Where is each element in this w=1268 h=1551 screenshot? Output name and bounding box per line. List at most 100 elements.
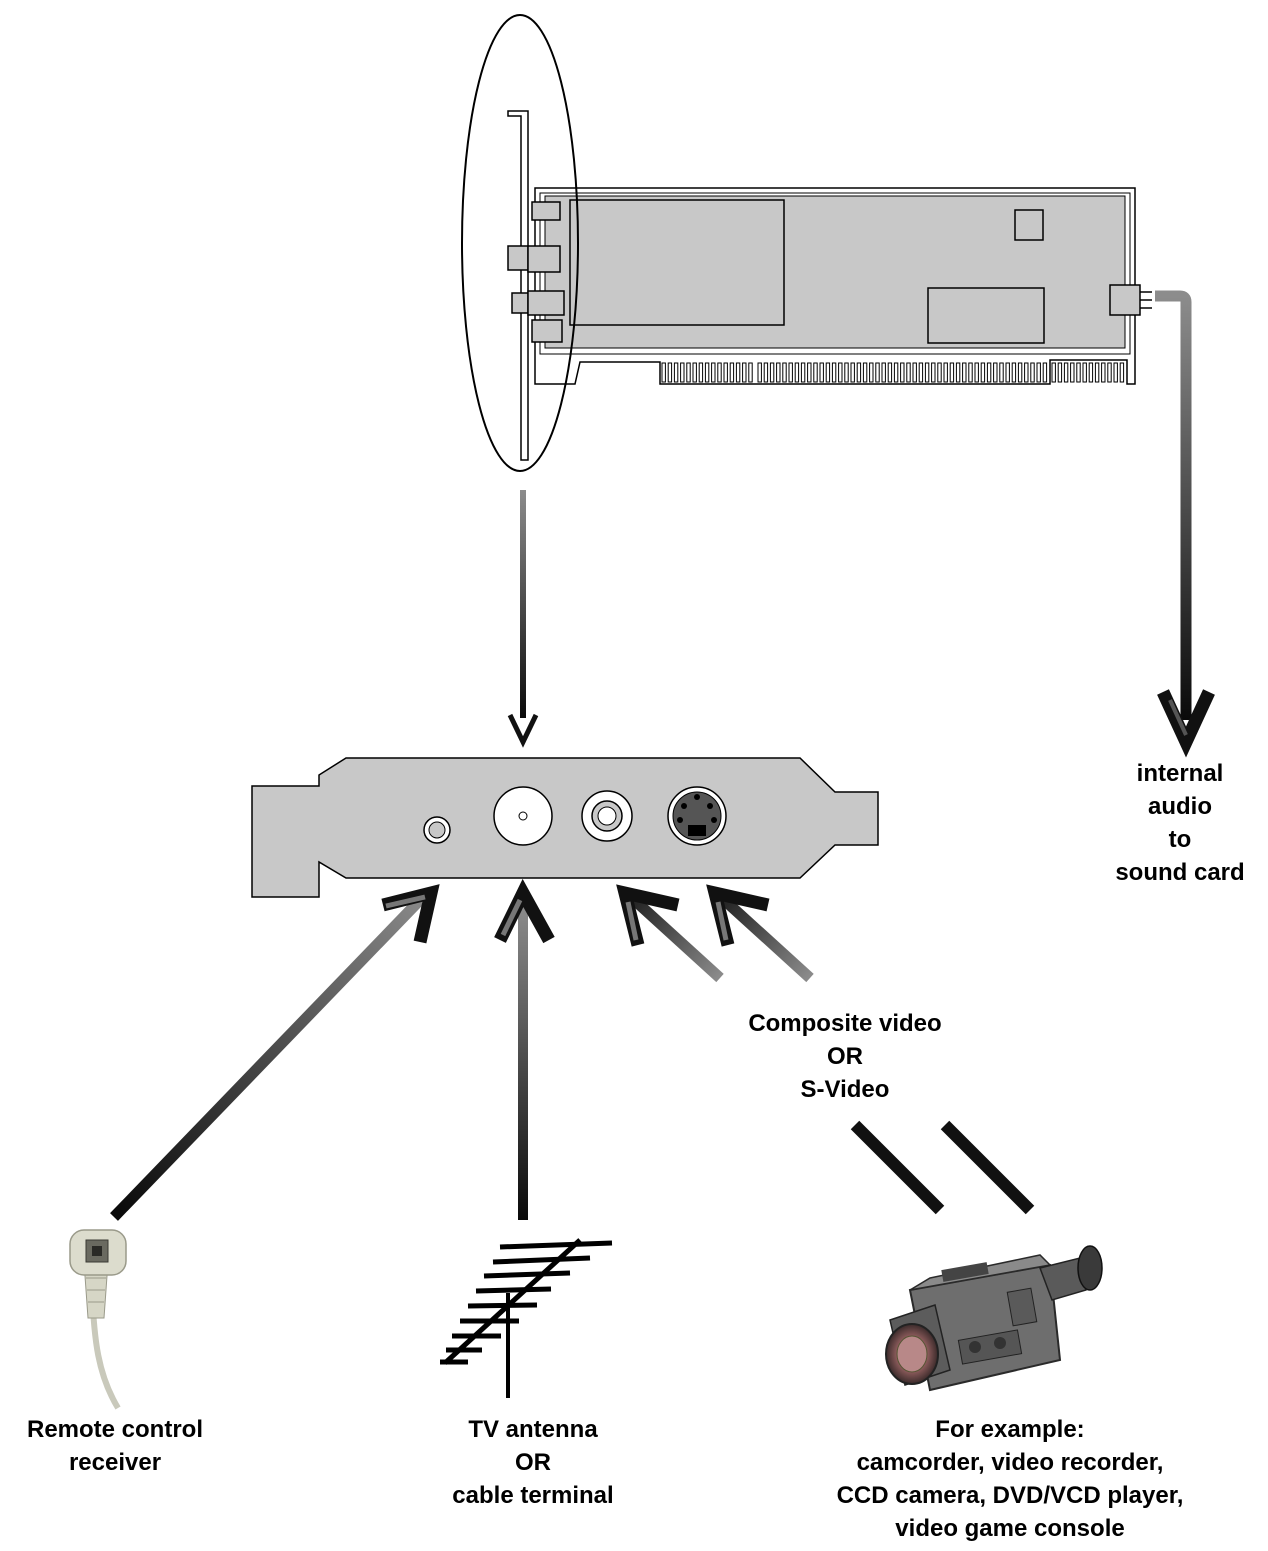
internal-audio-line: internal [1136, 760, 1224, 787]
connector-pin [794, 362, 800, 383]
example-devices-line: camcorder, video recorder, [856, 1449, 1164, 1476]
remote-receiver-icon [69, 1229, 127, 1410]
connector-pin [986, 362, 992, 383]
connector-pin [1094, 362, 1100, 383]
tv-antenna-line: cable terminal [452, 1482, 614, 1509]
connector-pin [1005, 362, 1010, 383]
connector-pin [869, 362, 874, 383]
connector-pin [875, 362, 880, 383]
tv-antenna-label: TV antenna OR cable terminal [408, 1413, 658, 1512]
connector-pin [717, 362, 722, 383]
connector-pin [931, 362, 936, 383]
connector-pin [955, 362, 961, 383]
connector-pin [1063, 362, 1069, 383]
connector-pin [881, 362, 886, 383]
camcorder-cables [850, 1120, 1035, 1215]
connector-pin [748, 362, 753, 383]
connector-pin [974, 362, 979, 383]
internal-audio-line: to [1168, 826, 1192, 853]
bracket-detail [251, 757, 879, 898]
internal-audio-arrow [1155, 290, 1215, 758]
connector-pin [887, 362, 893, 383]
tv-antenna-line: TV antenna [468, 1416, 598, 1443]
connector-pin [673, 362, 679, 383]
connector-pin [769, 362, 775, 383]
connector-pin [1070, 362, 1075, 383]
connector-pin [1088, 362, 1094, 383]
connector-pin [844, 362, 849, 383]
composite-arrow [616, 884, 724, 983]
connector-pin [893, 362, 899, 383]
connector-pin [1030, 362, 1035, 383]
connector-pin [686, 362, 691, 383]
tv-antenna-line: OR [515, 1449, 551, 1476]
connector-pin [776, 362, 781, 383]
connector-pin [692, 362, 697, 383]
connector-pin [906, 362, 911, 383]
connector-pin [1101, 362, 1106, 383]
connector-pin [680, 362, 685, 383]
connector-pin [943, 362, 948, 383]
connector-pin [1051, 362, 1056, 383]
av-input-line: S-Video [800, 1076, 890, 1103]
internal-audio-label: internal audio to sound card [1080, 757, 1268, 889]
connector-pin [1024, 362, 1029, 383]
example-devices-line: For example: [935, 1416, 1085, 1443]
connector-pin [782, 362, 787, 383]
av-input-label: Composite video OR S-Video [695, 1007, 995, 1106]
connector-pin [711, 362, 716, 383]
connector-pin [704, 362, 710, 383]
chip-small [1014, 209, 1044, 241]
connector-pin [999, 362, 1004, 383]
connector-pin [763, 362, 769, 383]
connector-pin [918, 362, 924, 383]
connector-pin [813, 362, 818, 383]
example-devices-line: CCD camera, DVD/VCD player, [836, 1482, 1184, 1509]
camcorder-icon [885, 1245, 1103, 1392]
connector-pin [900, 362, 905, 383]
connector-pin [825, 362, 831, 383]
connector-pin [788, 362, 793, 383]
av-input-line: OR [827, 1043, 863, 1070]
connector-pin [862, 362, 868, 383]
edge-connector-right [757, 362, 1125, 383]
connector-pin [1036, 362, 1041, 383]
connector-highlight-ellipse [461, 14, 579, 472]
connector-pin [856, 362, 862, 383]
connector-pin [838, 362, 843, 383]
example-devices-line: video game console [895, 1515, 1125, 1542]
pci-tv-tuner-card [461, 14, 1152, 472]
connector-pin [1107, 362, 1112, 383]
connector-pin [729, 362, 735, 383]
connector-pin [735, 362, 741, 383]
connector-pin [949, 362, 955, 383]
audio-header [1109, 284, 1141, 316]
connector-pin [850, 362, 855, 383]
connector-pin [1017, 362, 1023, 383]
connector-pin [807, 362, 812, 383]
connector-pin [912, 362, 917, 383]
connector-pin [980, 362, 986, 383]
connector-pin [962, 362, 967, 383]
connector-pin [968, 362, 973, 383]
connector-pin [667, 362, 673, 383]
card-bracket [507, 110, 529, 461]
connector-pin [924, 362, 930, 383]
connector-pin [1082, 362, 1087, 383]
internal-audio-line: audio [1148, 793, 1212, 820]
remote-control-line: receiver [68, 1449, 162, 1476]
edge-connector-left [661, 362, 753, 383]
connector-pin [742, 362, 747, 383]
connector-pin [831, 362, 837, 383]
connector-pin [1076, 362, 1081, 383]
connector-pin [993, 362, 998, 383]
zoom-arrow [507, 490, 539, 748]
s-video-arrow [706, 884, 814, 983]
connector-pin [1119, 362, 1125, 383]
av-input-line: Composite video [748, 1010, 942, 1037]
connector-pin [723, 362, 728, 383]
internal-audio-line: sound card [1115, 859, 1245, 886]
connector-pin [800, 362, 806, 383]
